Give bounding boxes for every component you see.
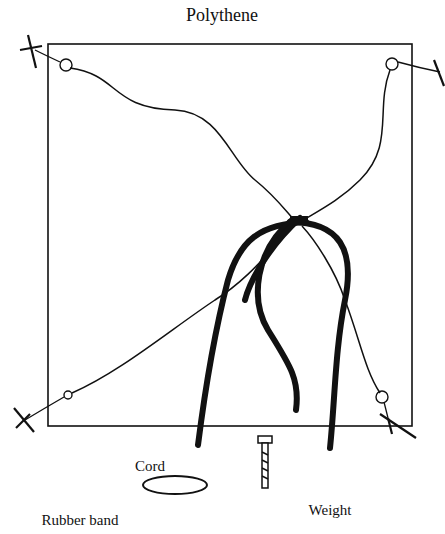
corner-cords [70, 68, 390, 393]
hanging-cords [198, 218, 348, 448]
part-label: Cord [135, 458, 165, 475]
guy-strings [25, 50, 440, 420]
rubber-band [143, 476, 207, 494]
part-label: Weight [309, 502, 352, 519]
cord-knot [290, 216, 308, 224]
part-label: Rubber band [41, 512, 118, 529]
polythene-sheet [48, 44, 412, 426]
sheet-title: Polythene [186, 6, 258, 26]
stakes [14, 35, 444, 438]
grommets [60, 58, 398, 403]
weight-bolt [258, 436, 272, 488]
